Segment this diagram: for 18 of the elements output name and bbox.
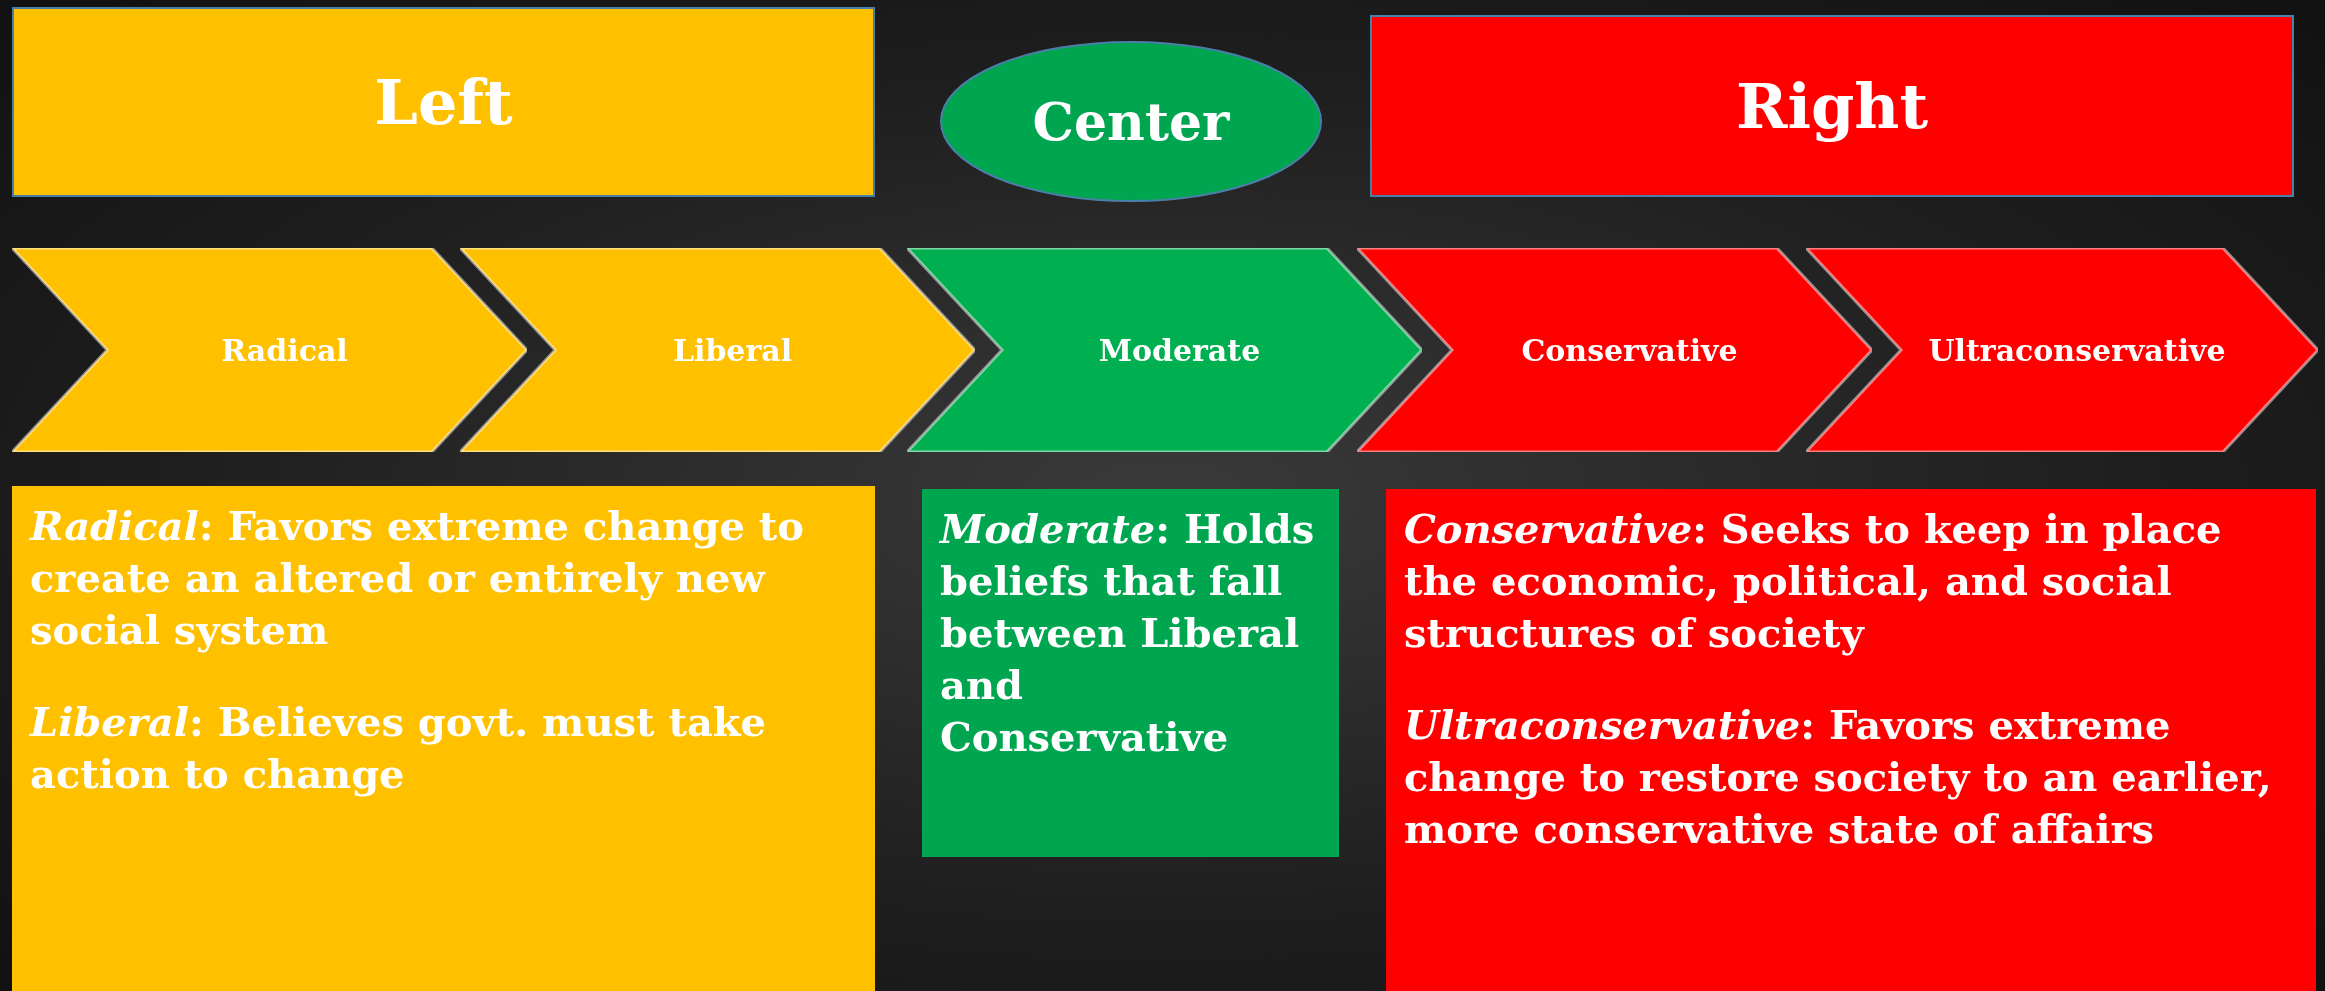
chevron-label: Liberal [672, 332, 793, 368]
definition-panel [922, 489, 1339, 857]
heading-label: Left [374, 65, 513, 139]
heading-box [12, 7, 875, 197]
definition-text: Ultraconservative: Favors extreme change to restore society to an earlier, more conservative state of affairs [1404, 700, 2273, 854]
heading-label: Right [1735, 69, 1929, 143]
definition-panel [1386, 489, 2316, 991]
heading-label: Center [1032, 91, 1230, 152]
heading-box [1370, 15, 2294, 197]
definition-text: Liberal: Believes govt. must take action to change [30, 697, 767, 799]
definition-panel [12, 486, 875, 991]
definition-text: Moderate: Holds beliefs that fall between Liberal and Conservative [940, 504, 1316, 762]
chevron-label: Conservative [1521, 332, 1738, 368]
chevron-label: Ultraconservative [1928, 332, 2226, 368]
definition-text: Conservative: Seeks to keep in place the economic, political, and social structures of society [1404, 504, 2223, 658]
chevron-label: Radical [221, 332, 348, 368]
definition-text: Radical: Favors extreme change to create an altered or entirely new social system [30, 501, 805, 655]
chevron-label: Moderate [1098, 332, 1261, 368]
